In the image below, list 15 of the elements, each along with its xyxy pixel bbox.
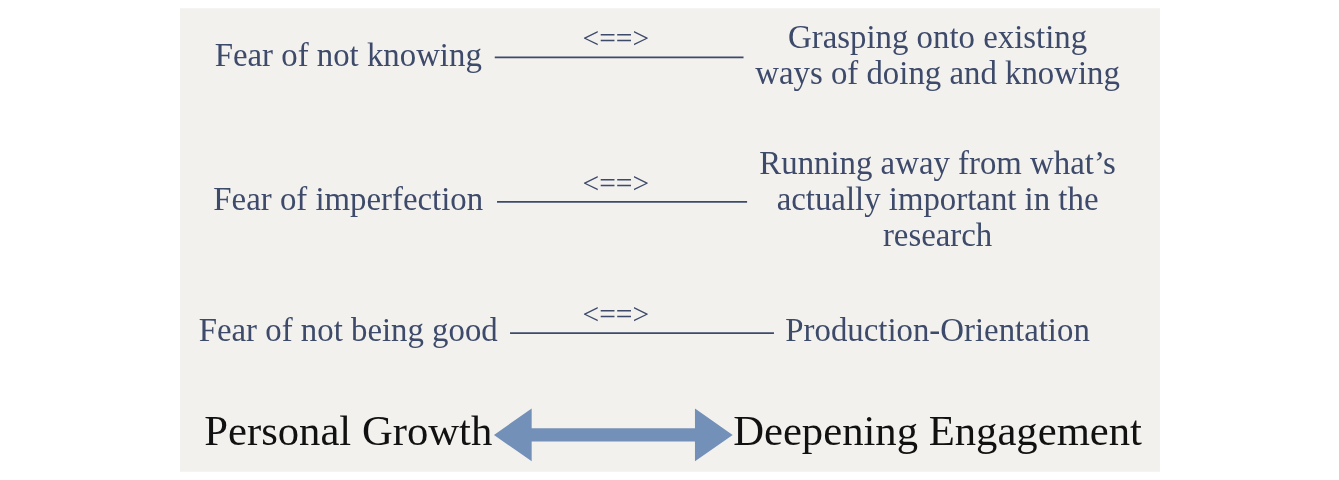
edge-label: <==> bbox=[582, 22, 649, 55]
edge-label: <==> bbox=[582, 297, 649, 330]
node-text: Running away from what’s actually important in the research bbox=[758, 144, 1116, 254]
node-text: Fear of not being good bbox=[198, 312, 498, 349]
connector bbox=[493, 56, 744, 59]
node-text: Fear of not knowing bbox=[214, 36, 482, 73]
node-text: Deepening Engagement bbox=[732, 407, 1142, 455]
connector bbox=[508, 332, 775, 334]
connector bbox=[495, 201, 748, 203]
arrow bbox=[493, 408, 733, 462]
node-text: Grasping onto existing ways of doing and knowing bbox=[754, 18, 1120, 91]
node-text: Personal Growth bbox=[203, 407, 492, 455]
node-text: Fear of imperfection bbox=[212, 181, 483, 218]
edge-label: <==> bbox=[582, 166, 649, 199]
node-text: Production-Orientation bbox=[784, 312, 1090, 349]
